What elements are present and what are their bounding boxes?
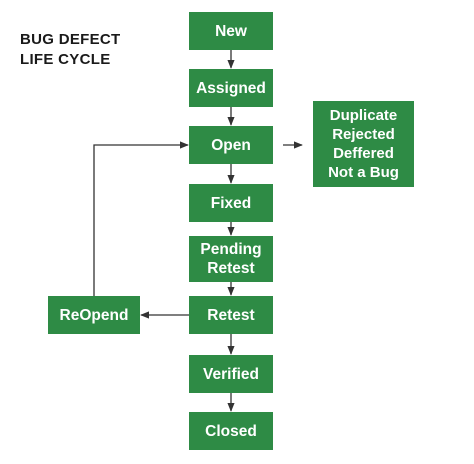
node-verified: Verified — [189, 355, 273, 393]
diagram-title-line-1: BUG DEFECT — [20, 31, 121, 48]
node-reopend: ReOpend — [48, 296, 140, 334]
node-side-states: Duplicate Rejected Deffered Not a Bug — [313, 101, 414, 187]
diagram-title: BUG DEFECT LIFE CYCLE — [20, 30, 121, 70]
node-closed: Closed — [189, 412, 273, 450]
node-pending-retest: Pending Retest — [189, 236, 273, 282]
node-new: New — [189, 12, 273, 50]
diagram-title-line-2: LIFE CYCLE — [20, 51, 111, 68]
node-side-states-line-2: Rejected — [332, 126, 395, 143]
node-fixed: Fixed — [189, 184, 273, 222]
edge-reopend-to-open — [93, 141, 189, 296]
node-pending-retest-text: Pending Retest — [200, 240, 261, 278]
node-pending-retest-line-2: Retest — [207, 260, 255, 277]
node-reopend-label: ReOpend — [59, 306, 129, 324]
node-retest: Retest — [189, 296, 273, 334]
node-assigned-label: Assigned — [196, 79, 266, 97]
node-pending-retest-line-1: Pending — [200, 241, 262, 258]
node-retest-label: Retest — [207, 306, 255, 324]
node-new-label: New — [215, 22, 247, 40]
node-verified-label: Verified — [203, 365, 259, 383]
node-open-label: Open — [211, 136, 251, 154]
node-side-states-line-4: Not a Bug — [328, 164, 399, 181]
node-side-states-text: Duplicate Rejected Deffered Not a Bug — [328, 106, 399, 182]
node-fixed-label: Fixed — [210, 194, 252, 212]
node-closed-label: Closed — [205, 422, 257, 440]
node-open: Open — [189, 126, 273, 164]
node-side-states-line-3: Deffered — [333, 145, 394, 162]
node-assigned: Assigned — [189, 69, 273, 107]
node-side-states-line-1: Duplicate — [329, 107, 398, 124]
